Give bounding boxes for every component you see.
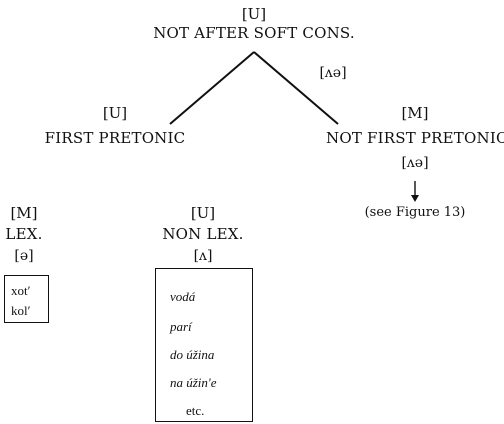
nonlex-example: parí (170, 319, 192, 334)
nonlex-formula: [ʌ] (193, 248, 213, 264)
lex-examples-box: xot′ kol′ (4, 275, 49, 323)
first-pretonic-label: FIRST PRETONIC (44, 129, 186, 147)
root-mark: [U] (241, 5, 267, 23)
not-first-pretonic-formula: [ʌə] (401, 155, 429, 171)
right-edge-label: [ʌə] (319, 65, 347, 81)
arrow-down-icon (411, 195, 419, 202)
not-first-pretonic-mark: [M] (401, 104, 429, 122)
not-first-pretonic-label: NOT FIRST PRETONIC (326, 129, 504, 147)
lex-example: kol′ (11, 303, 31, 318)
nonlex-example: do úžina (170, 347, 215, 362)
lex-formula: [ə] (14, 248, 34, 264)
lex-example: xot′ (11, 283, 31, 298)
figure-reference: (see Figure 13) (364, 205, 466, 220)
nonlex-examples-box: vodá parí do úžina na úžinʹe etc. (155, 268, 253, 422)
nonlex-example: na úžinʹe (170, 375, 217, 390)
nonlex-example: etc. (186, 403, 205, 418)
first-pretonic-mark: [U] (102, 104, 128, 122)
lex-mark: [M] (10, 204, 38, 222)
nonlex-label: NON LEX. (162, 225, 244, 243)
edge-root-to-not-first-pretonic (253, 51, 339, 125)
lex-label: LEX. (5, 225, 43, 243)
nonlex-example: vodá (170, 289, 196, 304)
root-label: NOT AFTER SOFT CONS. (153, 24, 355, 42)
nonlex-mark: [U] (190, 204, 216, 222)
edge-root-to-first-pretonic (169, 51, 255, 125)
